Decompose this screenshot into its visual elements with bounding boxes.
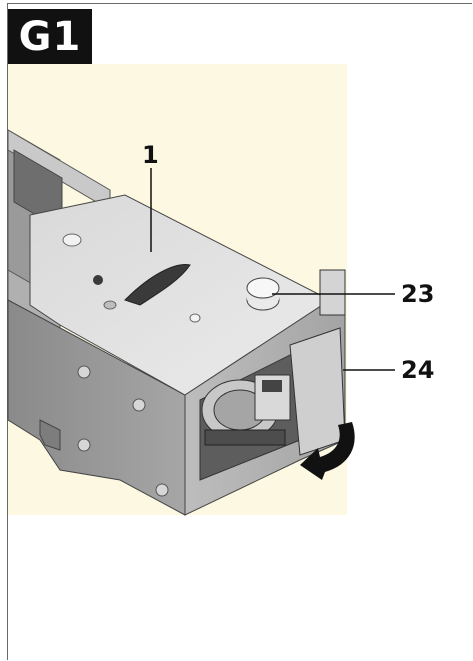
rotation-arrow-icon xyxy=(300,422,355,480)
plate-hole xyxy=(93,275,103,285)
knob xyxy=(246,277,280,311)
callout-23: 23 xyxy=(401,280,435,308)
plate-hole-2 xyxy=(103,300,117,310)
lever xyxy=(289,327,346,456)
figure-label: G1 xyxy=(8,9,92,64)
plate-slot xyxy=(124,264,191,306)
side-foot xyxy=(39,419,61,451)
side-screws xyxy=(77,365,169,497)
callout-1: 1 xyxy=(142,141,159,169)
lever-tab xyxy=(319,269,346,316)
plate-rivet-2 xyxy=(189,313,201,323)
plate-rivet xyxy=(62,233,82,247)
callout-24: 24 xyxy=(401,356,435,384)
roller-mechanism xyxy=(201,374,291,446)
